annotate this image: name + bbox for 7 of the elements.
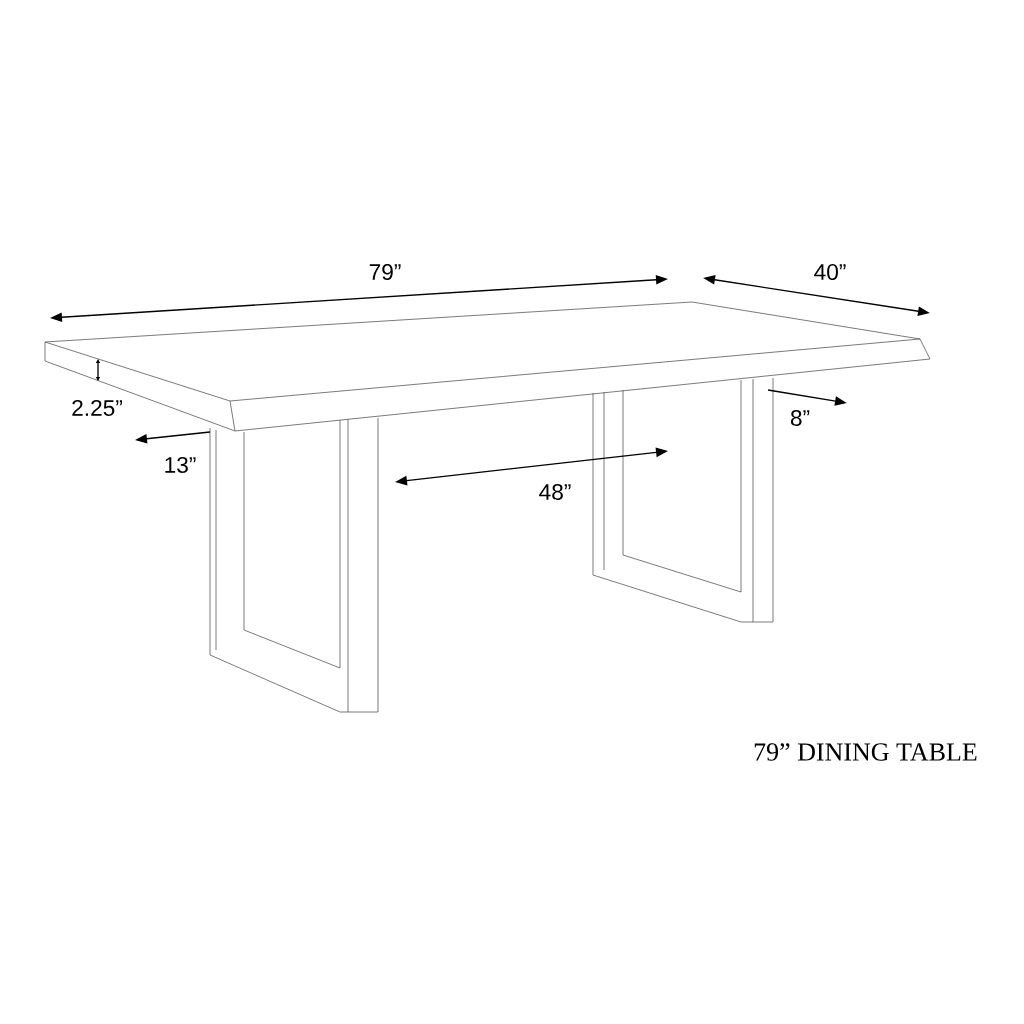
dimension-label: 2.25” [72,400,122,417]
dimension-label: 40” [814,264,846,281]
dimension-label: 79” [369,264,401,281]
dimension-label: 8” [790,410,810,427]
title: 79” DINING TABLE [754,743,977,761]
dimension-label: 48” [539,484,571,501]
dimension-label: 13” [165,457,196,474]
